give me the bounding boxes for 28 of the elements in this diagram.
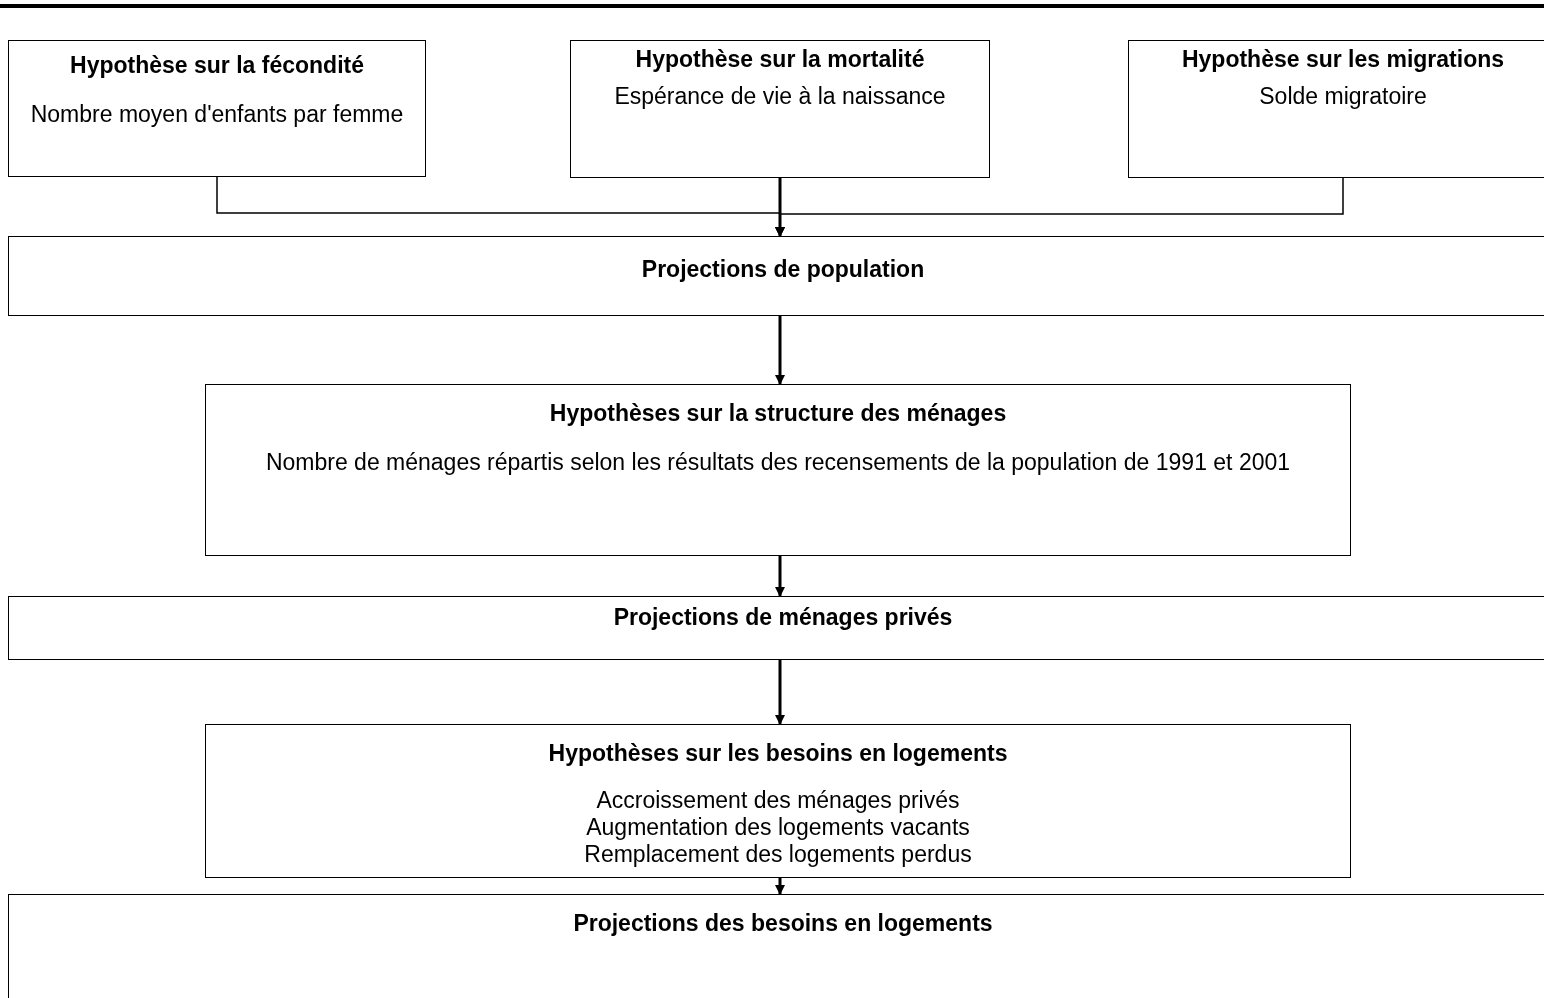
process-box bbox=[8, 236, 1544, 316]
box-heading: Hypothèses sur les besoins en logements bbox=[548, 739, 1008, 767]
process-box bbox=[570, 40, 990, 178]
process-box bbox=[205, 384, 1351, 556]
connector-arrow bbox=[775, 177, 1344, 237]
process-box bbox=[1128, 40, 1544, 178]
connector-arrow bbox=[775, 878, 785, 895]
box-text: Espérance de vie à la naissance bbox=[614, 83, 946, 110]
box-heading: Projections de ménages privés bbox=[613, 603, 953, 631]
process-box bbox=[8, 894, 1544, 998]
box-heading: Hypothèse sur la mortalité bbox=[635, 45, 925, 73]
connector-arrow bbox=[775, 316, 785, 385]
process-box bbox=[8, 40, 426, 177]
process-box bbox=[8, 596, 1544, 660]
box-heading: Hypothèses sur la structure des ménages bbox=[549, 399, 1007, 427]
box-text: Solde migratoire bbox=[1259, 83, 1427, 110]
box-heading: Projections des besoins en logements bbox=[573, 909, 993, 937]
connector-arrow bbox=[775, 556, 785, 597]
connector-arrow bbox=[775, 660, 785, 725]
box-heading: Hypothèse sur la fécondité bbox=[70, 51, 364, 79]
process-box bbox=[205, 724, 1351, 878]
box-text: Nombre moyen d'enfants par femme bbox=[30, 101, 404, 128]
box-text: Nombre de ménages répartis selon les résultats des recensements de la population de 1991 et 2001 bbox=[265, 449, 1291, 476]
box-text: Remplacement des logements perdus bbox=[584, 841, 972, 868]
box-heading: Hypothèse sur les migrations bbox=[1181, 45, 1505, 73]
box-text: Accroissement des ménages privés bbox=[596, 787, 960, 814]
box-heading: Projections de population bbox=[641, 255, 925, 283]
box-text: Augmentation des logements vacants bbox=[586, 814, 970, 841]
